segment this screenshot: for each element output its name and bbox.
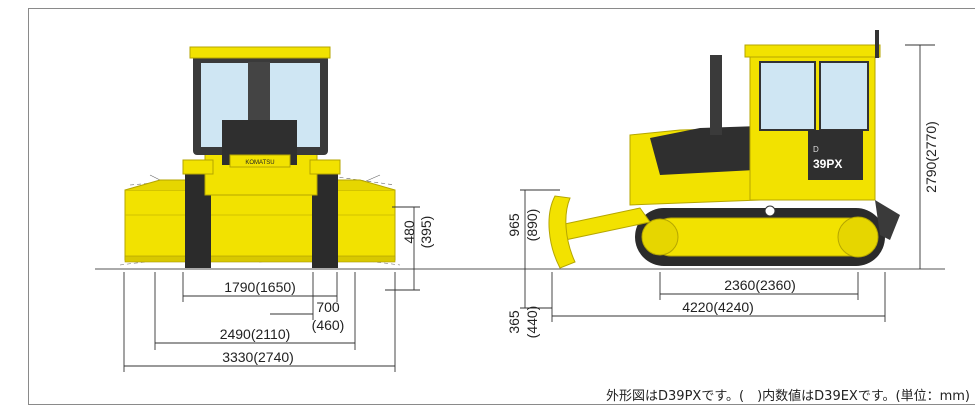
dim-blade-height-alt: (890) (524, 209, 540, 242)
dim-dig-depth: 365 (506, 310, 522, 334)
model-badge: 39PX (813, 157, 842, 171)
side-view-bulldozer: D 39PX (548, 30, 900, 269)
dim-shoe: 700 (316, 299, 340, 315)
dim-blade-width: 3330(2740) (222, 349, 294, 365)
front-view-dimensions (123, 206, 420, 372)
side-view-dimensions (520, 44, 935, 322)
model-badge-d: D (813, 145, 819, 154)
dim-shoe-alt: (460) (312, 317, 345, 333)
dim-height: 2790(2770) (923, 121, 939, 193)
dim-blade-height: 965 (506, 213, 522, 237)
front-view-bulldozer: KOMATSU (119, 46, 401, 268)
diagram-frame (28, 8, 975, 405)
dim-gauge: 1790(1650) (224, 279, 296, 295)
dim-tumbler: 2360(2360) (724, 277, 796, 293)
dim-length: 4220(4240) (682, 299, 754, 315)
caption-note: 外形図はD39PXです。( )内数値はD39EXです。(単位：mm) (606, 389, 970, 404)
dim-blade-lift-alt: (395) (418, 216, 434, 249)
side-roof (744, 44, 881, 58)
side-blade (548, 195, 576, 269)
front-blade (124, 189, 396, 261)
exhaust-pipe (710, 55, 722, 135)
dim-blade-lift: 480 (401, 220, 417, 244)
dim-dig-depth-alt: (440) (524, 306, 540, 339)
front-roof (189, 46, 331, 59)
dim-track-width: 2490(2110) (220, 326, 291, 342)
front-logo: KOMATSU (245, 160, 274, 166)
